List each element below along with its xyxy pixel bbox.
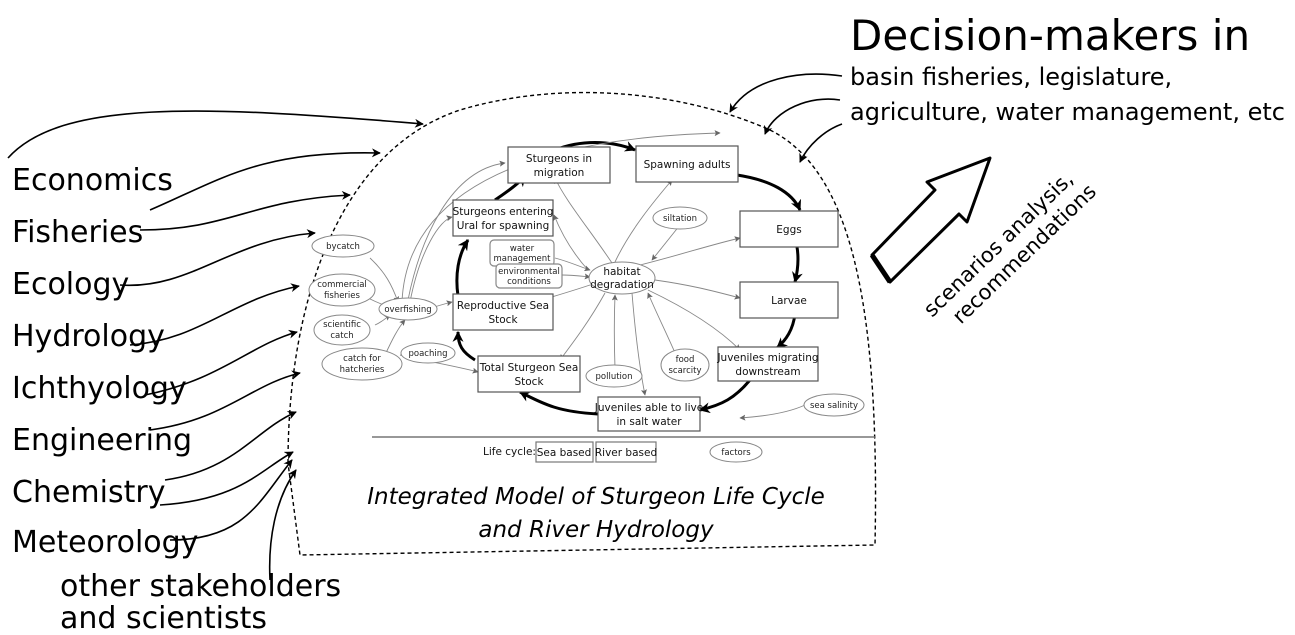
factor-bycatch: bycatch: [311, 234, 375, 258]
factor-overfishing: overfishing: [378, 297, 438, 321]
svg-text:food: food: [676, 355, 695, 365]
svg-text:management: management: [494, 254, 552, 264]
svg-text:Ural for spawning: Ural for spawning: [457, 220, 550, 232]
factor-poaching: poaching: [400, 342, 456, 364]
factor-habitat-degradation: habitat degradation: [588, 261, 656, 295]
node-juveniles-migrating-downstream: Juveniles migrating downstream: [716, 346, 819, 382]
node-spawning-adults: Spawning adults: [635, 145, 739, 183]
svg-text:Juveniles migrating: Juveniles migrating: [716, 352, 818, 364]
model-title-line1: Integrated Model of Sturgeon Life Cycle: [367, 484, 825, 510]
svg-text:conditions: conditions: [507, 277, 551, 287]
svg-text:in salt water: in salt water: [616, 416, 682, 428]
node-larvae: Larvae: [739, 281, 839, 319]
svg-text:bycatch: bycatch: [326, 242, 360, 252]
node-sturgeons-in-migration: Sturgeons in migration: [507, 146, 611, 184]
discipline-chemistry: Chemistry: [12, 475, 165, 510]
life-cycle-arrows: [452, 141, 803, 416]
svg-text:Juveniles able to live: Juveniles able to live: [594, 402, 703, 414]
output-arrow: [869, 156, 992, 284]
svg-text:Spawning adults: Spawning adults: [644, 159, 731, 171]
decision-maker-curves: [729, 73, 843, 163]
factor-scientific-catch: scientific catch: [313, 314, 371, 346]
discipline-labels: Economics Fisheries Ecology Hydrology Ic…: [12, 163, 198, 560]
svg-text:Sturgeons in: Sturgeons in: [526, 153, 592, 165]
svg-text:overfishing: overfishing: [384, 305, 431, 315]
svg-text:downstream: downstream: [735, 366, 800, 378]
legend-river-based: River based: [595, 447, 657, 459]
model-title-line2: and River Hydrology: [478, 517, 714, 543]
discipline-fisheries: Fisheries: [12, 215, 143, 250]
svg-text:Stock: Stock: [514, 376, 544, 388]
svg-text:Reproductive Sea: Reproductive Sea: [457, 300, 549, 312]
decision-makers-line2: agriculture, water management, etc: [850, 98, 1285, 126]
discipline-economics: Economics: [12, 163, 173, 198]
svg-text:hatcheries: hatcheries: [340, 365, 385, 375]
node-sturgeons-entering-ural: Sturgeons entering Ural for spawning: [452, 199, 554, 237]
legend: Life cycle: Sea based River based factor…: [483, 441, 763, 463]
svg-text:catch for: catch for: [343, 354, 381, 364]
model-boundary: [287, 91, 877, 556]
factor-pollution: pollution: [585, 364, 643, 388]
life-cycle-nodes: Sturgeons in migration Spawning adults E…: [452, 145, 839, 432]
node-juveniles-salt-water: Juveniles able to live in salt water: [594, 396, 703, 432]
svg-text:Larvae: Larvae: [771, 295, 807, 307]
legend-label: Life cycle:: [483, 446, 536, 458]
svg-text:Total Sturgeon Sea: Total Sturgeon Sea: [479, 362, 579, 374]
svg-text:degradation: degradation: [590, 279, 654, 291]
factor-siltation: siltation: [652, 206, 708, 230]
factor-environmental-conditions: environmental conditions: [495, 263, 563, 289]
factor-nodes: habitat degradation siltation water mana…: [308, 206, 865, 417]
legend-factors: factors: [721, 448, 751, 458]
svg-text:catch: catch: [330, 331, 353, 341]
svg-text:pollution: pollution: [596, 372, 633, 382]
svg-text:fisheries: fisheries: [324, 291, 360, 301]
factor-sea-salinity: sea salinity: [803, 393, 865, 417]
factor-catch-for-hatcheries: catch for hatcheries: [321, 347, 403, 381]
discipline-ichthyology: Ichthyology: [12, 371, 187, 406]
discipline-ecology: Ecology: [12, 267, 129, 302]
legend-sea-based: Sea based: [537, 447, 592, 459]
node-total-sturgeon-sea-stock: Total Sturgeon Sea Stock: [477, 355, 581, 393]
decision-makers-line1: basin fisheries, legislature,: [850, 63, 1172, 91]
other-stakeholders-line2: and scientists: [60, 601, 267, 635]
decision-makers-title: Decision-makers in: [850, 11, 1250, 60]
svg-text:sea salinity: sea salinity: [810, 401, 858, 411]
other-stakeholders-line1: other stakeholders: [60, 569, 341, 604]
svg-text:Sturgeons entering: Sturgeons entering: [453, 206, 554, 218]
discipline-hydrology: Hydrology: [12, 319, 165, 354]
svg-text:Stock: Stock: [488, 314, 518, 326]
discipline-engineering: Engineering: [12, 423, 192, 458]
factor-commercial-fisheries: commercial fisheries: [308, 273, 376, 307]
input-curves: [7, 110, 424, 581]
discipline-meteorology: Meteorology: [12, 525, 198, 560]
svg-text:environmental: environmental: [498, 267, 560, 277]
svg-text:water: water: [510, 244, 535, 254]
node-eggs: Eggs: [739, 210, 839, 248]
svg-text:poaching: poaching: [408, 349, 447, 359]
factor-water-management: water management: [489, 239, 555, 267]
svg-text:siltation: siltation: [663, 214, 697, 224]
svg-text:habitat: habitat: [603, 266, 640, 278]
svg-text:scarcity: scarcity: [668, 366, 701, 376]
node-reproductive-sea-stock: Reproductive Sea Stock: [452, 293, 554, 331]
svg-text:migration: migration: [534, 167, 585, 179]
svg-text:scientific: scientific: [323, 320, 361, 330]
factor-food-scarcity: food scarcity: [660, 348, 710, 382]
svg-text:Eggs: Eggs: [776, 224, 801, 236]
svg-text:commercial: commercial: [317, 280, 367, 290]
